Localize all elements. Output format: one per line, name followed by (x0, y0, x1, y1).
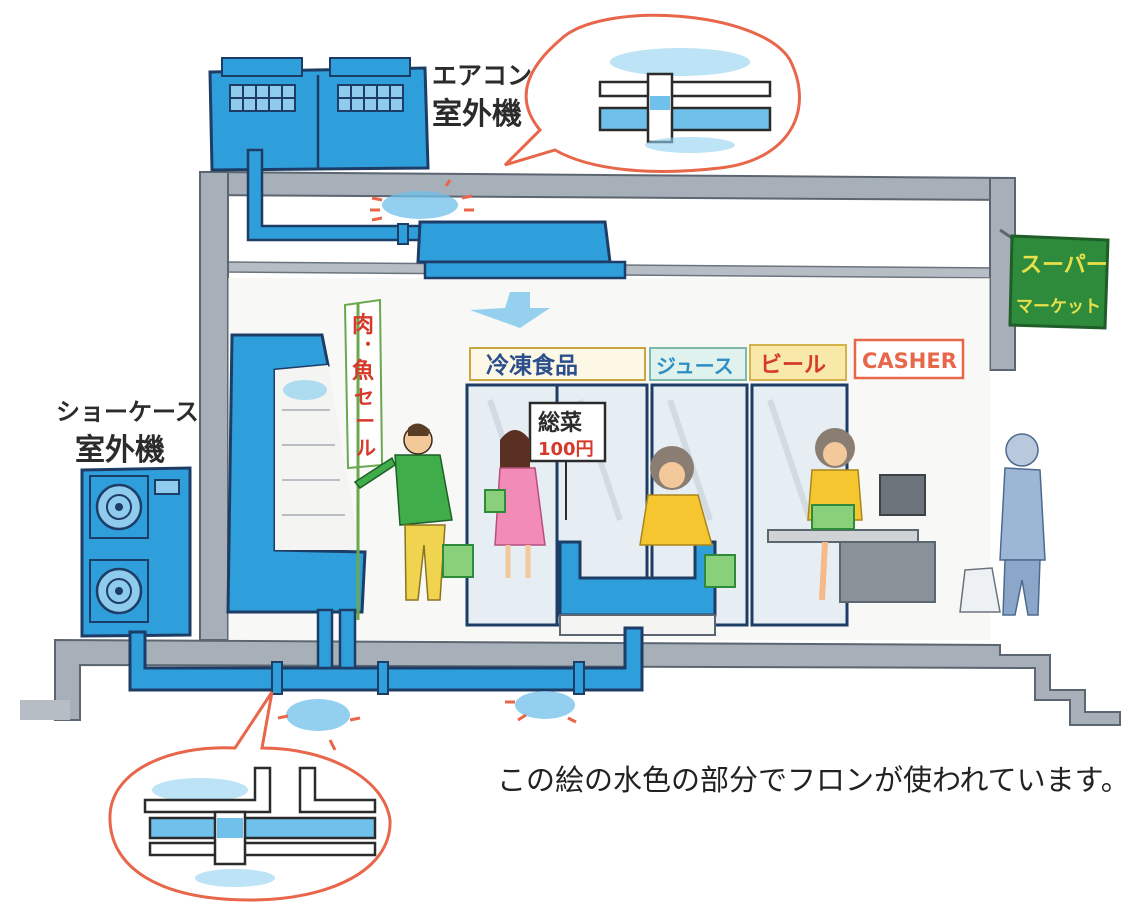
aircon-outdoor-label-line1: エアコン (432, 61, 532, 90)
showcase-outdoor-unit (80, 466, 192, 638)
pipe-joint-bubble-top (503, 13, 801, 173)
sign-supermarket-line2: マーケット (1016, 297, 1101, 317)
sign-juice: ジュース (649, 347, 747, 381)
meat-fish-sale-char: 肉 (352, 313, 374, 338)
sign-supermarket-line1: スーパー (1020, 253, 1108, 278)
caption: この絵の水色の部分でフロンが使われています。 (497, 763, 1130, 797)
meat-fish-sale-char: ー (355, 409, 375, 433)
wall-showcase (226, 333, 367, 614)
chest-freezer (558, 540, 717, 636)
sozai-text: 総菜 (538, 410, 582, 436)
leak-splash-floor-right (505, 691, 577, 724)
sign-sozai-price: 総菜 100円 (528, 401, 607, 520)
showcase-refrigerant-pipe (128, 608, 644, 695)
cool-air-arrow (470, 292, 550, 328)
sign-supermarket: スーパー マーケット (999, 228, 1110, 330)
aircon-outdoor-unit (208, 57, 430, 172)
meat-fish-sale-char: セ (354, 385, 374, 409)
shopper-woman-pink (484, 430, 546, 578)
price-text: 100円 (538, 439, 594, 460)
pipe-joint-bubble-bottom (108, 691, 392, 902)
aircon-grille-left (229, 84, 296, 112)
sign-beer-text: ビール (760, 353, 826, 378)
sign-casher: CASHER (853, 338, 965, 380)
sign-juice-text: ジュース (656, 354, 734, 378)
meat-fish-sale-char: ル (356, 436, 376, 460)
checkout-counter (767, 474, 936, 603)
shopper-woman-yellow (639, 446, 736, 588)
cashier (807, 428, 863, 601)
aircon-indoor-unit (416, 220, 627, 280)
aircon-outdoor-label-line2: 室外機 (432, 97, 522, 132)
leak-splash-floor-left (277, 699, 361, 751)
aircon-grille-right (337, 84, 404, 112)
sign-frozen-food-text: 冷凍食品 (486, 352, 578, 379)
shopper-man-green (353, 423, 474, 601)
sign-frozen-food: 冷凍食品 (469, 347, 646, 381)
showcase-outdoor-label-line1: ショーケース (56, 398, 199, 426)
meat-fish-sale-char: ・ (360, 335, 376, 354)
sign-casher-text: CASHER (862, 349, 957, 373)
meat-fish-sale-char: 魚 (352, 358, 374, 384)
leak-splash-aircon (370, 179, 474, 222)
shopper-elderly-blue (959, 433, 1046, 616)
showcase-outdoor-label-line2: 室外機 (75, 433, 165, 468)
sign-beer: ビール (749, 344, 847, 381)
